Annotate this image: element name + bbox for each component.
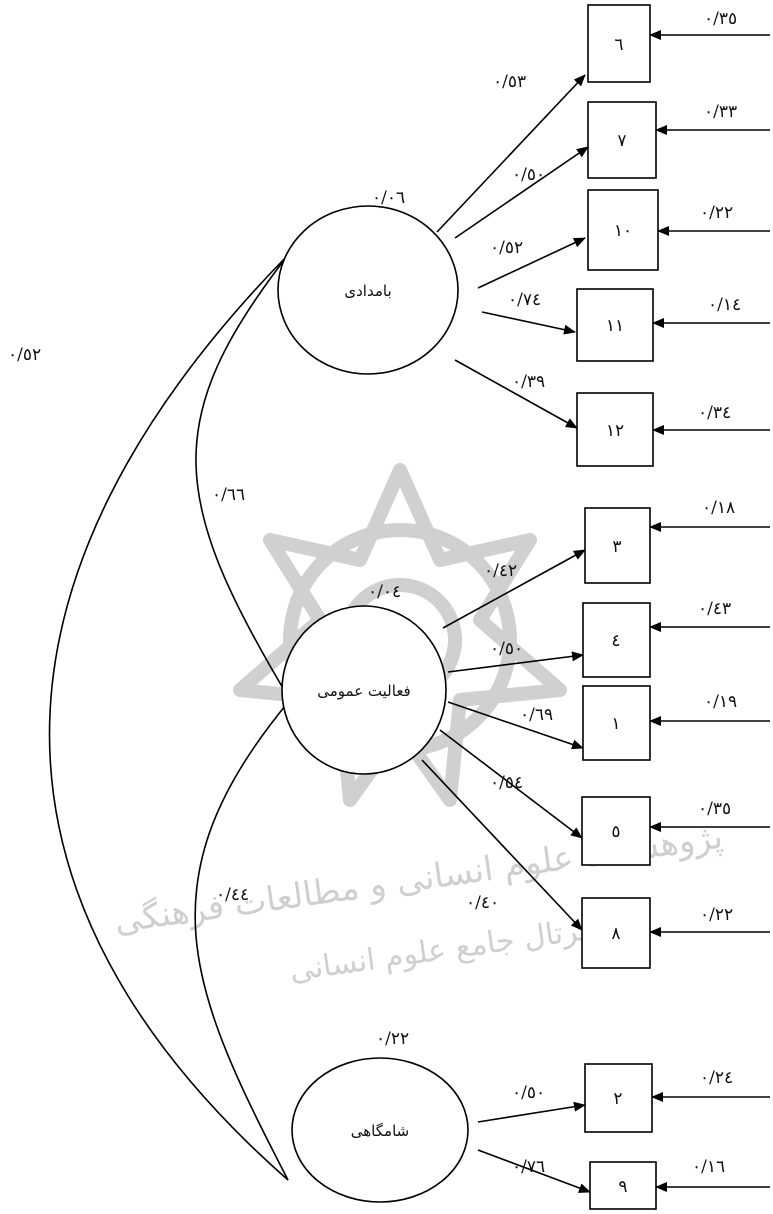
arrow-general-i5 bbox=[439, 729, 583, 839]
item-label-i1: ۱ bbox=[611, 714, 620, 734]
arrow-bamdadi-i11 bbox=[481, 311, 576, 335]
factor-label-evening: شامگاهی bbox=[351, 1122, 409, 1140]
item-box-i11 bbox=[576, 288, 654, 362]
loading-label-i10: ۰/٥۲ bbox=[490, 238, 523, 258]
item-label-i12: ۱۲ bbox=[606, 421, 624, 441]
item-label-i2: ۲ bbox=[613, 1089, 622, 1109]
item-box-i12 bbox=[576, 392, 654, 467]
item-box-i3 bbox=[584, 507, 651, 584]
arrow-bamdadi-i12 bbox=[454, 359, 578, 429]
correlation-curve-general-evening bbox=[194, 699, 291, 1181]
item-box-i7 bbox=[587, 101, 657, 179]
loading-label-i9: ۰/۷٦ bbox=[512, 1157, 545, 1177]
error-label-i4: ۰/٤۳ bbox=[698, 599, 731, 619]
error-label-i10: ۰/۲۲ bbox=[700, 203, 733, 223]
error-label-i8: ۰/۲۲ bbox=[700, 905, 733, 925]
item-label-i5: ٥ bbox=[611, 822, 620, 842]
loading-label-i3: ۰/٤۲ bbox=[484, 561, 517, 581]
error-label-i5: ۰/۳٥ bbox=[698, 799, 731, 819]
item-box-i8 bbox=[581, 897, 651, 969]
error-label-i3: ۰/۱۸ bbox=[702, 498, 735, 518]
loading-label-i6: ۰/٥۳ bbox=[493, 72, 526, 92]
item-label-i9: ۹ bbox=[618, 1177, 627, 1197]
factor-ellipse-evening bbox=[291, 1057, 469, 1203]
arrow-general-i1 bbox=[447, 701, 584, 750]
arrow-general-i4 bbox=[447, 651, 584, 673]
item-label-i8: ۸ bbox=[611, 924, 620, 944]
error-labels: ۰/۳٥ ۰/۳۳ ۰/۲۲ ۰/۱٤ ۰/۳٤ ۰/۱۸ ۰/٤۳ ۰/۱۹ … bbox=[692, 9, 741, 1177]
correlation-curve-bamdadi-general bbox=[195, 254, 291, 701]
error-arrows bbox=[649, 30, 770, 1192]
item-label-i11: ۱۱ bbox=[606, 316, 624, 336]
error-label-i9: ۰/۱٦ bbox=[692, 1157, 725, 1177]
loading-arrows bbox=[421, 74, 591, 1193]
arrow-general-i8 bbox=[421, 759, 583, 931]
error-label-i6: ۰/۳٥ bbox=[704, 9, 737, 29]
loading-labels: ۰/٥۳ ۰/٥۰ ۰/٥۲ ۰/۷٤ ۰/۳۹ ۰/٤۲ ۰/٥۰ ۰/٦۹ … bbox=[466, 72, 553, 1177]
error-label-i1: ۰/۱۹ bbox=[704, 692, 737, 712]
factor-ellipse-bamdadi bbox=[277, 205, 459, 375]
error-label-i7: ۰/۳۳ bbox=[704, 102, 737, 122]
item-box-i5 bbox=[581, 796, 651, 866]
item-label-i3: ۳ bbox=[612, 537, 621, 557]
loading-label-i12: ۰/۳۹ bbox=[512, 372, 545, 392]
arrow-evening-i9 bbox=[477, 1149, 591, 1193]
item-label-i4: ٤ bbox=[611, 631, 620, 651]
loading-label-i8: ۰/٤۰ bbox=[466, 893, 499, 913]
item-boxes: ٦ ۷ ۱۰ ۱۱ ۱۲ ۳ ٤ ۱ ٥ ۸ ۲ ۹ bbox=[576, 4, 659, 1210]
arrow-evening-i2 bbox=[477, 1101, 586, 1123]
loading-label-i11: ۰/۷٤ bbox=[508, 290, 541, 310]
error-label-i12: ۰/۳٤ bbox=[698, 403, 731, 423]
loading-label-i1: ۰/٦۹ bbox=[520, 705, 553, 725]
item-box-i9 bbox=[589, 1161, 657, 1210]
item-box-i6 bbox=[587, 4, 651, 83]
arrow-bamdadi-i7 bbox=[454, 146, 589, 239]
item-box-i2 bbox=[584, 1063, 653, 1133]
arrow-bamdadi-i6 bbox=[436, 74, 586, 233]
item-label-i10: ۱۰ bbox=[614, 221, 632, 241]
item-box-i4 bbox=[582, 602, 651, 678]
factor-value-evening: ۰/۲۲ bbox=[376, 1029, 409, 1049]
error-label-i2: ۰/۲٤ bbox=[700, 1068, 733, 1088]
item-label-i6: ٦ bbox=[614, 35, 623, 55]
correlation-label-bamdadi-general: ۰/٦٦ bbox=[212, 485, 245, 505]
loading-label-i2: ۰/٥۰ bbox=[512, 1083, 545, 1103]
watermark-line2: پرتال جامع علوم انسانی bbox=[288, 912, 590, 988]
correlation-curve-bamdadi-evening bbox=[48, 254, 289, 1181]
factor-label-general: فعالیت عمومی bbox=[317, 682, 410, 700]
item-box-i10 bbox=[587, 189, 659, 271]
error-label-i11: ۰/۱٤ bbox=[708, 295, 741, 315]
arrow-general-i3 bbox=[442, 549, 586, 629]
item-label-i7: ۷ bbox=[617, 131, 626, 151]
item-box-i1 bbox=[582, 685, 651, 761]
factor-value-bamdadi: ۰/۰٦ bbox=[372, 188, 405, 208]
factor-value-general: ۰/۰٤ bbox=[368, 582, 401, 602]
loading-label-i7: ۰/٥۰ bbox=[512, 165, 545, 185]
factor-ellipses: بامدادی ۰/۰٦ فعالیت عمومی ۰/۰٤ شامگاهی ۰… bbox=[277, 188, 469, 1203]
correlation-label-bamdadi-evening: ۰/٥۲ bbox=[8, 345, 41, 365]
factor-ellipse-general bbox=[281, 605, 447, 775]
correlation-label-general-evening: ۰/٤٤ bbox=[216, 885, 249, 905]
loading-label-i5: ۰/٥٤ bbox=[490, 773, 523, 793]
arrow-bamdadi-i10 bbox=[477, 237, 586, 289]
factor-label-bamdadi: بامدادی bbox=[344, 282, 391, 300]
loading-label-i4: ۰/٥۰ bbox=[490, 639, 523, 659]
